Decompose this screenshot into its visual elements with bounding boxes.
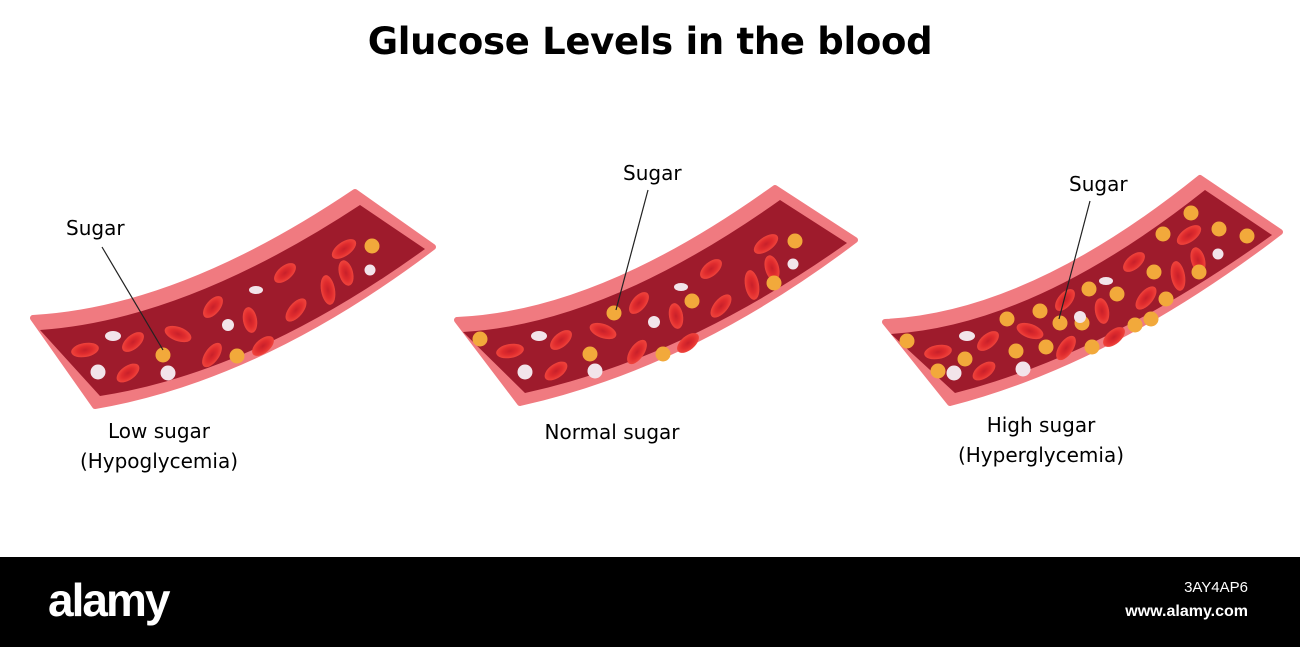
diagram-title: Glucose Levels in the blood xyxy=(367,20,933,63)
red-blood-cells xyxy=(496,234,780,381)
caption-low-line2: (Hypoglycemia) xyxy=(79,449,239,473)
caption-normal-line1: Normal sugar xyxy=(544,420,680,444)
sugar-pointer-line xyxy=(1058,200,1091,320)
vessel-low-sugar xyxy=(30,189,436,409)
sugar-molecules xyxy=(155,238,380,364)
caption-high-sugar: High sugar (Hyperglycemia) xyxy=(891,410,1191,470)
vessel-high-sugar xyxy=(882,175,1283,406)
site-url: www.alamy.com xyxy=(1125,603,1248,620)
sugar-pointer-line xyxy=(615,189,649,311)
alamy-logo: alamy xyxy=(48,574,170,626)
sugar-molecules xyxy=(899,205,1255,379)
caption-normal-sugar: Normal sugar xyxy=(462,417,762,447)
white-particles xyxy=(946,248,1224,381)
footer-bar: alamy 3AY4AP6 www.alamy.com xyxy=(0,557,1300,647)
sugar-label-normal: Sugar xyxy=(623,161,682,185)
caption-high-line2: (Hyperglycemia) xyxy=(957,443,1125,467)
blood-vessel-illustration xyxy=(30,175,1283,409)
sugar-pointer-line xyxy=(101,246,164,351)
image-id: 3AY4AP6 xyxy=(1184,579,1248,596)
vessel-normal-sugar xyxy=(454,185,858,406)
white-particles xyxy=(517,258,799,380)
caption-low-line1: Low sugar xyxy=(107,419,210,443)
white-particles xyxy=(90,264,376,381)
caption-low-sugar: Low sugar (Hypoglycemia) xyxy=(9,416,309,476)
sugar-molecules xyxy=(472,233,803,362)
sugar-label-high: Sugar xyxy=(1069,172,1128,196)
caption-high-line1: High sugar xyxy=(986,413,1096,437)
red-blood-cells xyxy=(71,239,357,383)
red-blood-cells xyxy=(924,225,1206,381)
sugar-label-low: Sugar xyxy=(66,216,125,240)
